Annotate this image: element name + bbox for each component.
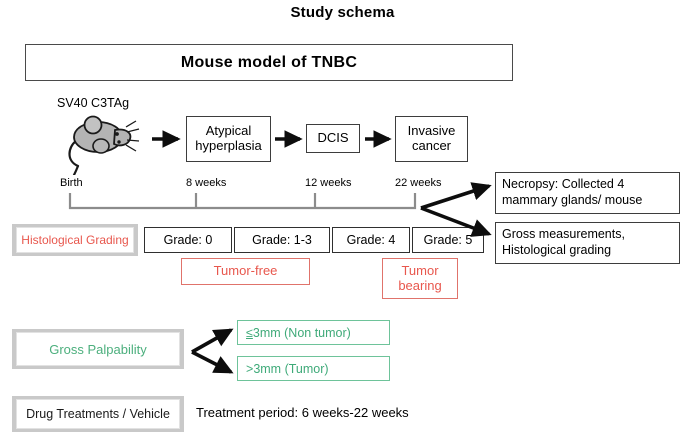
mouse-icon [60,113,150,177]
grade-label: Grade: 1-3 [252,233,312,247]
greater-than-icon: > [246,361,254,376]
stage-atypical-hyperplasia: Atypical hyperplasia [186,116,271,162]
grade-label: Grade: 5 [423,233,473,247]
grade-box-4: Grade: 4 [332,227,410,253]
section-label: Gross Palpability [16,332,180,366]
palpability-option-non-tumor: ≤ 3mm (Non tumor) [237,320,390,345]
grade-box-5: Grade: 5 [412,227,484,253]
section-drug-treatments: Drug Treatments / Vehicle [12,396,184,432]
outcome-tumor-free: Tumor-free [181,258,310,285]
timeline-tick-22-weeks: 22 weeks [395,177,442,189]
section-gross-palpability: Gross Palpability [12,329,184,369]
palpability-option-label: 3mm (Non tumor) [252,325,351,340]
section-label: Drug Treatments / Vehicle [16,399,180,429]
outcome-label: Tumor bearing [398,262,442,293]
endpoint-necropsy: Necropsy: Collected 4 mammary glands/ mo… [495,172,680,214]
timeline-tick-12-weeks: 12 weeks [305,177,352,189]
stage-invasive-cancer: Invasive cancer [395,116,468,162]
endpoint-label: Gross measurements, Histological grading [502,227,625,257]
stage-label: Atypical hyperplasia [195,123,262,153]
outcome-label: Tumor-free [213,263,278,279]
stage-dcis: DCIS [306,124,360,153]
palpability-option-tumor: > 3mm (Tumor) [237,356,390,381]
grade-label: Grade: 0 [163,233,213,247]
stage-label: DCIS [317,130,349,146]
stage-label: Invasive cancer [407,123,456,153]
page-title: Study schema [290,4,395,21]
section-histological-grading: Histological Grading [12,224,138,256]
endpoint-label: Necropsy: Collected 4 mammary glands/ mo… [502,177,643,207]
section-label: Histological Grading [16,227,134,253]
less-than-equal-icon: ≤ [246,325,253,340]
genotype-label: SV40 C3TAg [57,96,130,110]
endpoint-gross-measurements: Gross measurements, Histological grading [495,222,680,264]
grade-label: Grade: 4 [346,233,396,247]
palpability-arrow-lower [191,350,234,374]
timeline-tick-birth: Birth [60,177,83,189]
timeline-bracket [68,193,417,210]
grade-box-1-3: Grade: 1-3 [234,227,330,253]
timeline-tick-8-weeks: 8 weeks [186,177,227,189]
outcome-tumor-bearing: Tumor bearing [382,258,458,299]
palpability-option-label: 3mm (Tumor) [253,361,329,376]
model-banner-label: Mouse model of TNBC [180,53,358,71]
endpoint-arrow-upper [420,182,492,210]
treatment-period-text: Treatment period: 6 weeks-22 weeks [196,405,409,420]
grade-box-0: Grade: 0 [144,227,232,253]
model-banner: Mouse model of TNBC [25,44,513,81]
palpability-arrow-upper [191,328,234,354]
